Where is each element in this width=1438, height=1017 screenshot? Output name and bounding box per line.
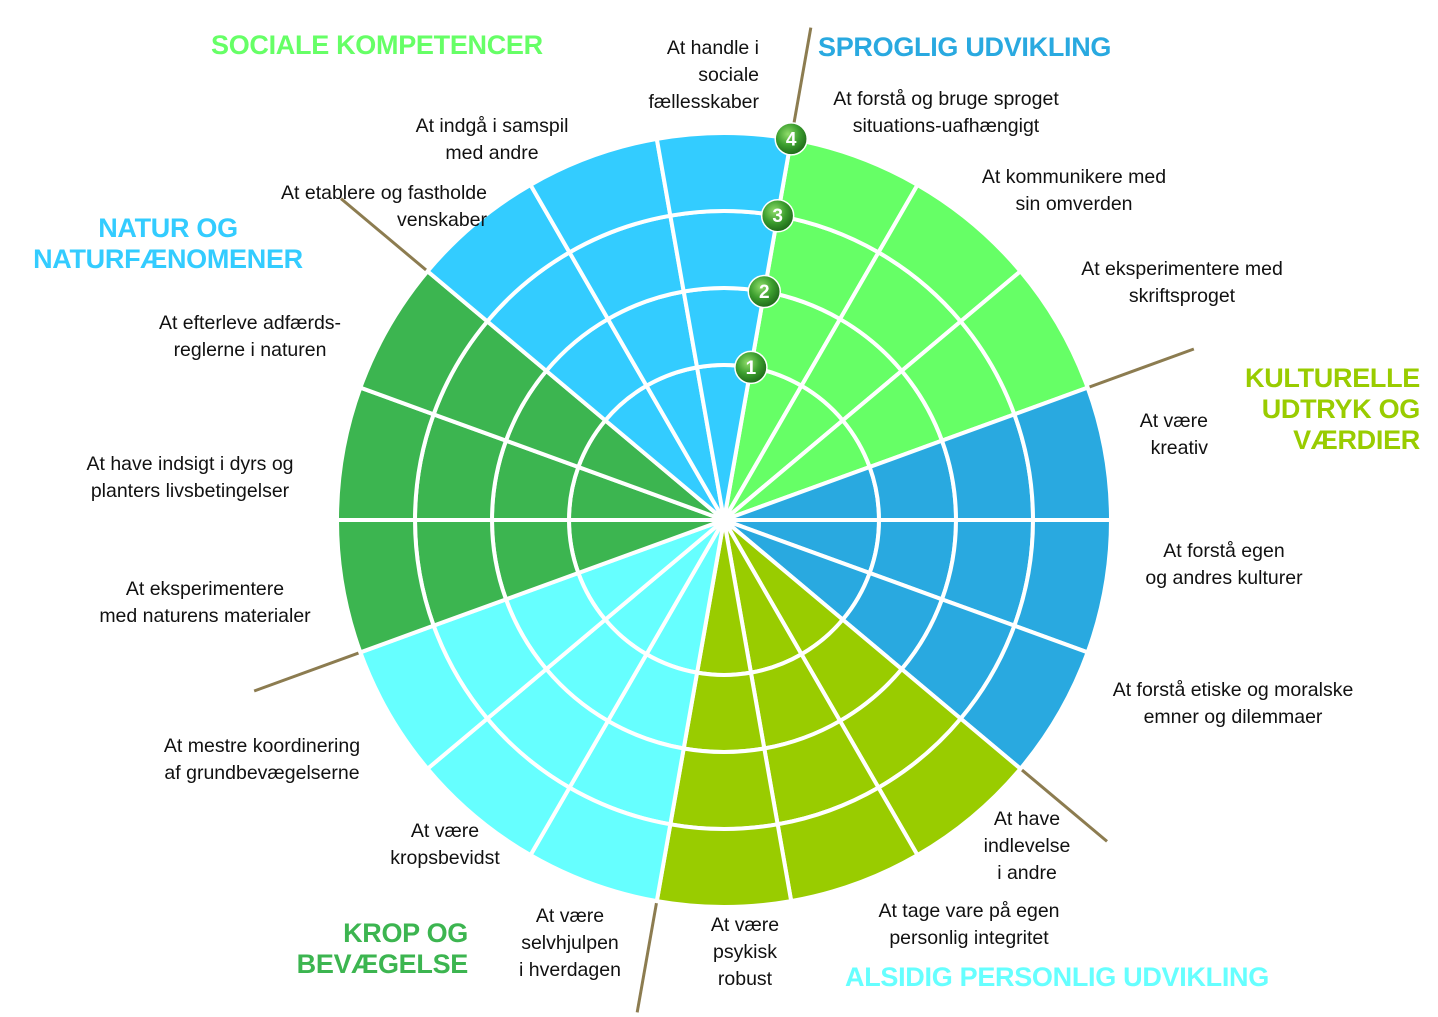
label-at-indgaa-i-samspil: At indgå i samspil med andre bbox=[415, 115, 569, 164]
level-badge-circle bbox=[774, 122, 808, 156]
wheel-segment-kulturelle-3-ring-4 bbox=[654, 822, 794, 909]
area-title-sproglig: SPROGLIG UDVIKLING bbox=[818, 32, 1112, 62]
area-title-natur: NATUR OG NATURFÆNOMENER bbox=[33, 213, 303, 274]
label-at-forstaa-kulturer: At forstå egen og andres kulturer bbox=[1145, 540, 1303, 589]
label-at-kommunikere: At kommunikere med sin omverden bbox=[981, 166, 1167, 215]
level-badge-2: 2 bbox=[747, 274, 782, 309]
level-badge-circle bbox=[760, 198, 795, 233]
level-badge-3: 3 bbox=[760, 198, 795, 233]
label-at-vaere-psykisk-robust: At være psykisk robust bbox=[710, 914, 780, 990]
wheel-segments bbox=[335, 131, 1113, 909]
label-at-eksperimentere-naturens-materialer: At eksperimentere med naturens materiale… bbox=[99, 578, 311, 627]
level-badge-number: 3 bbox=[772, 206, 783, 227]
label-at-mestre-koordinering: At mestre koordinering af grundbevægelse… bbox=[163, 735, 361, 784]
label-at-vaere-selvhjulpen: At være selvhjulpen i hverdagen bbox=[519, 905, 621, 981]
label-at-forstaa-sproget: At forstå og bruge sproget situations-ua… bbox=[833, 88, 1059, 137]
label-at-forstaa-etiske: At forstå etiske og moralske emner og di… bbox=[1112, 679, 1354, 728]
label-at-have-indlevelse: At have indlevelse i andre bbox=[983, 808, 1071, 884]
label-at-eksperimentere-skriftsproget: At eksperimentere med skriftsproget bbox=[1081, 258, 1283, 307]
label-at-handle-i-sociale-faellesskaber: At handle i sociale fællesskaber bbox=[648, 37, 759, 113]
label-at-etablere-venskaber: At etablere og fastholde venskaber bbox=[281, 182, 487, 231]
label-at-tage-vare-paa-integritet: At tage vare på egen personlig integrite… bbox=[878, 900, 1060, 949]
level-badge-number: 4 bbox=[786, 129, 797, 150]
wheel-segment-kulturelle-3-ring-3 bbox=[668, 746, 780, 832]
level-badges: 1 2 3 4 bbox=[734, 122, 808, 385]
label-at-efterleve-adfaerdsregler: At efterleve adfærds- reglerne i naturen bbox=[158, 312, 342, 361]
area-title-krop: KROP OG BEVÆGELSE bbox=[296, 918, 469, 979]
area-title-alsidig: ALSIDIG PERSONLIG UDVIKLING bbox=[845, 962, 1269, 992]
area-title-kulturelle: KULTURELLE UDTRYK OG VÆRDIER bbox=[1245, 363, 1420, 455]
level-badge-circle bbox=[734, 350, 768, 385]
level-badge-1: 1 bbox=[734, 350, 768, 385]
label-at-vaere-kropsbevidst: At være kropsbevidst bbox=[390, 820, 500, 869]
label-at-have-indsigt: At have indsigt i dyrs og planters livsb… bbox=[86, 453, 294, 502]
level-badge-circle bbox=[747, 274, 782, 309]
level-badge-number: 1 bbox=[746, 358, 757, 379]
level-badge-4: 4 bbox=[774, 122, 808, 156]
label-at-vaere-kreativ: At være kreativ bbox=[1139, 410, 1208, 459]
area-title-sociale: SOCIALE KOMPETENCER bbox=[211, 30, 543, 60]
level-badge-number: 2 bbox=[759, 282, 770, 303]
